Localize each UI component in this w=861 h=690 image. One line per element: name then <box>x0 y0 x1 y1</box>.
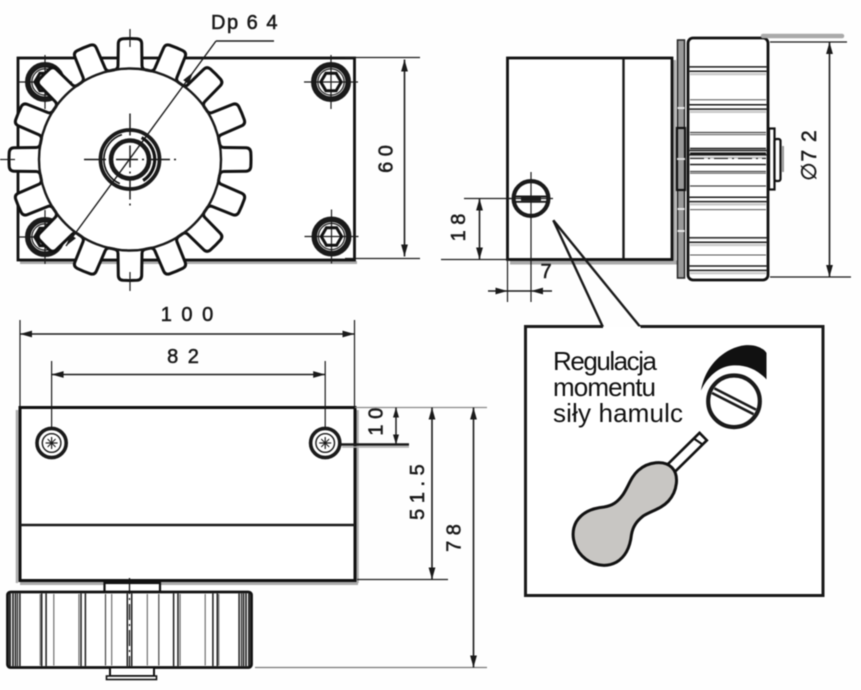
svg-text:7 8: 7 8 <box>444 524 466 552</box>
svg-text:siły hamulc: siły hamulc <box>553 398 683 428</box>
svg-text:5 1 . 5: 5 1 . 5 <box>407 464 429 520</box>
svg-text:1 0: 1 0 <box>366 408 388 436</box>
svg-text:6 0: 6 0 <box>376 145 398 173</box>
svg-text:∅7 2: ∅7 2 <box>798 129 821 181</box>
svg-text:momentu: momentu <box>553 372 656 402</box>
svg-text:7: 7 <box>540 261 551 283</box>
svg-text:8 2: 8 2 <box>167 346 201 368</box>
svg-text:Regulacja: Regulacja <box>553 346 658 376</box>
svg-text:1 8: 1 8 <box>448 214 470 242</box>
svg-text:1 0 0: 1 0 0 <box>161 304 215 326</box>
svg-text:Dp 6 4: Dp 6 4 <box>211 12 279 34</box>
